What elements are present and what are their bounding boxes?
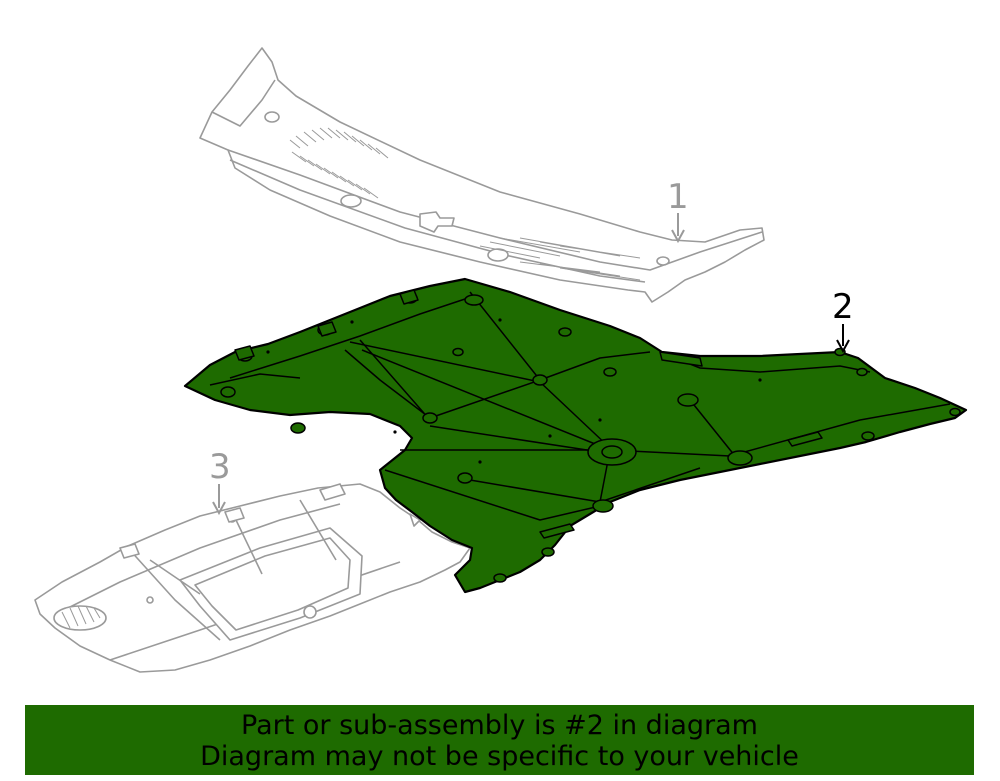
banner-line-1: Part or sub-assembly is #2 in diagram — [241, 710, 758, 741]
callout-2-arrowhead — [836, 339, 850, 354]
part-3-lower-shield[interactable] — [34, 483, 471, 673]
callout-2: 2 — [832, 287, 854, 354]
callout-1: 1 — [667, 177, 689, 244]
diagram-notice-banner: Part or sub-assembly is #2 in diagram Di… — [25, 705, 974, 775]
callout-3: 3 — [209, 447, 231, 516]
part-1-cowl-panel[interactable] — [199, 47, 765, 303]
callout-1-label: 1 — [667, 177, 689, 217]
callout-1-arrowhead — [671, 229, 685, 244]
banner-line-2: Diagram may not be specific to your vehi… — [200, 741, 799, 772]
parts-diagram: 1 3 — [34, 47, 968, 673]
callout-3-arrowhead — [212, 501, 226, 516]
callout-3-label: 3 — [209, 447, 231, 487]
part-2-splash-shield[interactable] — [183, 277, 968, 594]
callout-2-label: 2 — [832, 287, 854, 327]
